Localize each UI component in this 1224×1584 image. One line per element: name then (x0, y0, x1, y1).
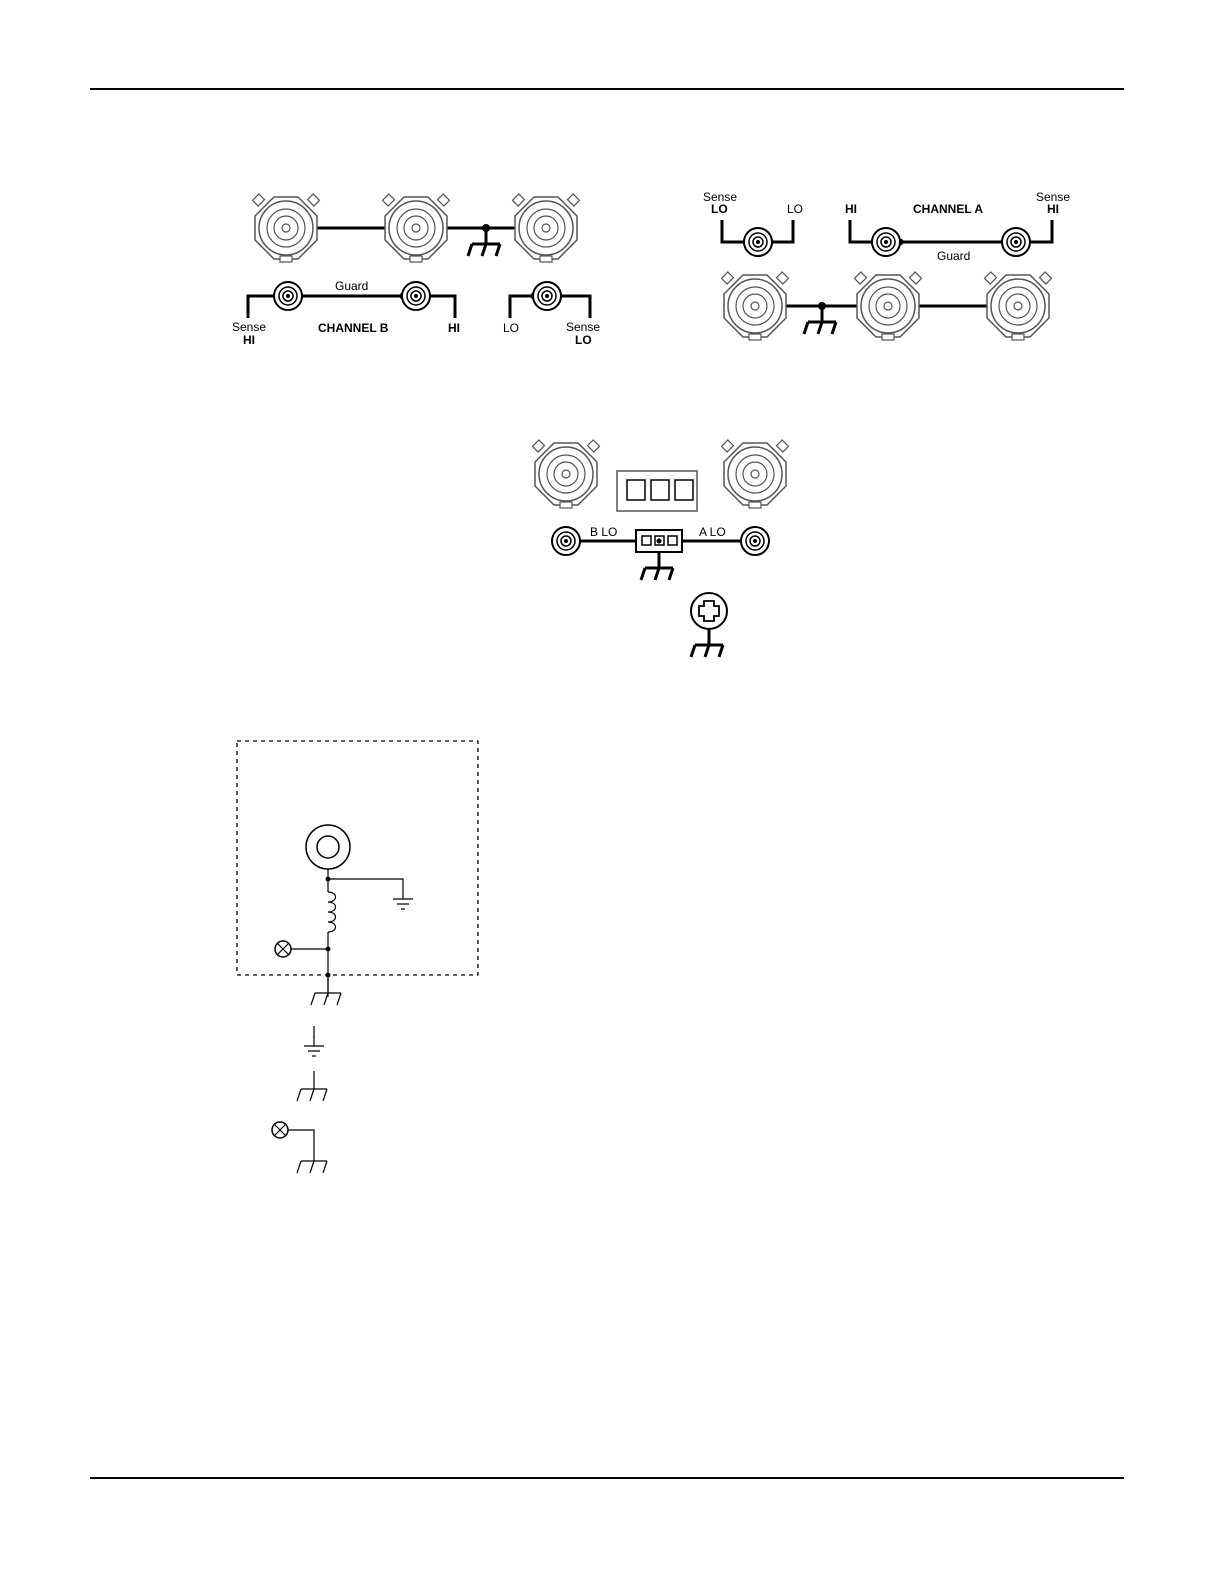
guard-label: Guard (335, 279, 368, 293)
lo-label: LO (787, 202, 803, 216)
sense-lo-label: LO (711, 202, 728, 216)
channel-b-panel: Guard CHANNEL B Sense HI HI LO Sense LO (232, 194, 600, 347)
channel-a-label: CHANNEL A (913, 202, 983, 216)
guard-label: Guard (937, 249, 970, 263)
triax-connector-icon (741, 527, 769, 555)
triax-connector-icon (533, 282, 561, 310)
chassis-ground-icon (691, 629, 723, 657)
inductor-icon (328, 892, 336, 932)
sense-hi-label: HI (1047, 202, 1059, 216)
hi-wire (428, 296, 455, 318)
sense-hi-label: HI (243, 333, 255, 347)
bnc-connector-icon (252, 194, 319, 262)
triax-connector-icon (274, 282, 302, 310)
hi-label: HI (845, 202, 857, 216)
chassis-ground-icon (297, 1071, 327, 1101)
hi-wire (850, 220, 872, 242)
earth-ground-icon (304, 1036, 324, 1056)
enclosure-outline (237, 741, 478, 975)
protective-terminal-icon (272, 1122, 288, 1138)
connector-jack-icon (306, 825, 350, 869)
chassis-ground-icon (468, 228, 500, 256)
bnc-connector-icon (721, 272, 788, 340)
earth-ground-icon (393, 889, 413, 909)
chassis-ground-icon (297, 1143, 327, 1173)
triax-connector-icon (552, 527, 580, 555)
sense-hi-wire (1030, 220, 1052, 242)
chassis-ground-icon (641, 552, 673, 580)
bnc-connector-icon (721, 440, 788, 508)
sense-lo-label: LO (575, 333, 592, 347)
triax-connector-icon (872, 228, 900, 256)
triax-connector-icon (402, 282, 430, 310)
grounding-schematic (237, 741, 478, 1173)
lo-terminal-panel: B LO A LO (532, 440, 788, 657)
sense-hi-label: Sense (232, 320, 266, 334)
lo-label: LO (503, 321, 519, 335)
protective-terminal-icon (275, 941, 291, 957)
triax-connector-icon (744, 228, 772, 256)
ground-screw-icon (691, 593, 727, 629)
a-lo-label: A LO (699, 525, 726, 539)
bnc-connector-icon (532, 440, 599, 508)
channel-a-panel: Sense LO LO HI CHANNEL A Sense HI Guard (703, 190, 1070, 340)
lo-jumper-block-icon (636, 530, 682, 552)
triax-connector-icon (1002, 228, 1030, 256)
triple-connector-icon (617, 471, 697, 511)
hi-label: HI (448, 321, 460, 335)
chassis-ground-icon (804, 306, 836, 334)
chassis-ground-icon (311, 975, 341, 1005)
bnc-connector-icon (984, 272, 1051, 340)
channel-b-label: CHANNEL B (318, 321, 389, 335)
bnc-connector-icon (382, 194, 449, 262)
b-lo-label: B LO (590, 525, 617, 539)
sense-lo-label: Sense (566, 320, 600, 334)
bnc-connector-icon (854, 272, 921, 340)
bnc-connector-icon (512, 194, 579, 262)
